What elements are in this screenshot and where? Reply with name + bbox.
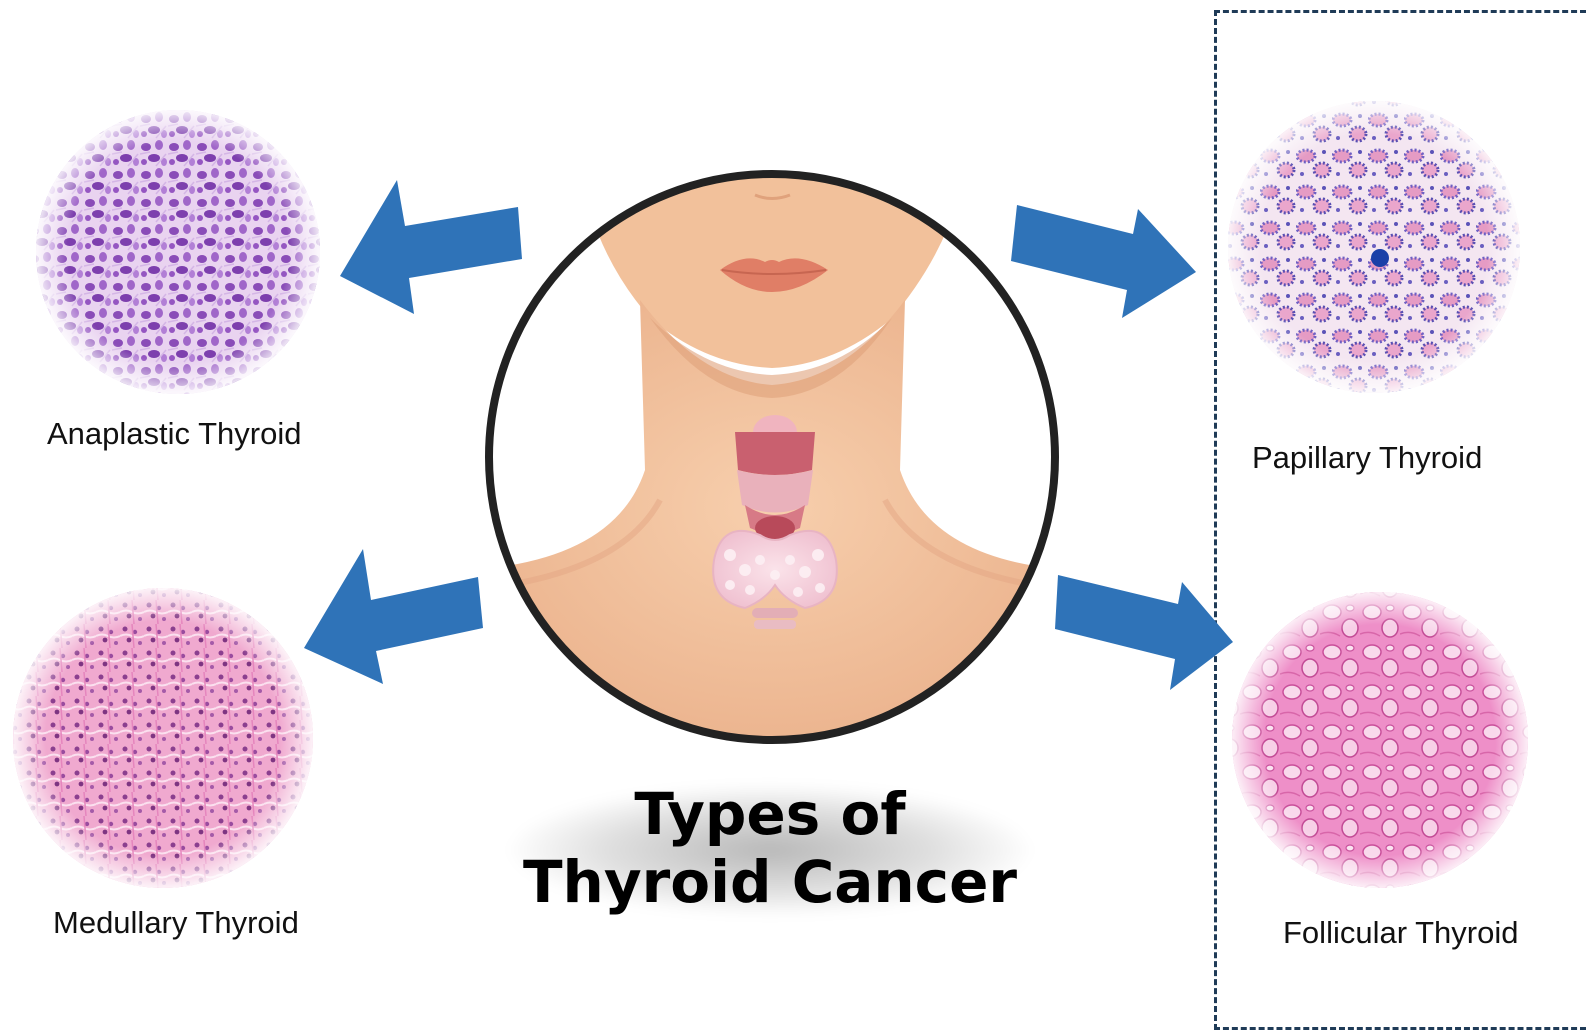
- anaplastic-tissue-image: [36, 110, 320, 394]
- arrow-icon-follicular: [1055, 575, 1233, 690]
- diagram-title: Types of Thyroid Cancer: [490, 780, 1050, 916]
- label-medullary-thyroid: Medullary Thyroid: [53, 905, 299, 941]
- arrow-icon-anaplastic: [340, 180, 522, 314]
- label-anaplastic-thyroid: Anaplastic Thyroid: [47, 416, 301, 452]
- medullary-tissue-image: [13, 588, 313, 888]
- papillary-tissue-image: [1228, 101, 1520, 393]
- arrow-icon-medullary: [304, 549, 483, 684]
- arrow-icon-papillary: [1011, 205, 1196, 318]
- title-line-2: Thyroid Cancer: [490, 848, 1050, 916]
- follicular-tissue-image: [1232, 592, 1528, 888]
- label-papillary-thyroid: Papillary Thyroid: [1252, 440, 1482, 476]
- title-line-1: Types of: [490, 780, 1050, 848]
- label-follicular-thyroid: Follicular Thyroid: [1283, 915, 1518, 951]
- neck-thyroid-illustration: [470, 170, 1070, 760]
